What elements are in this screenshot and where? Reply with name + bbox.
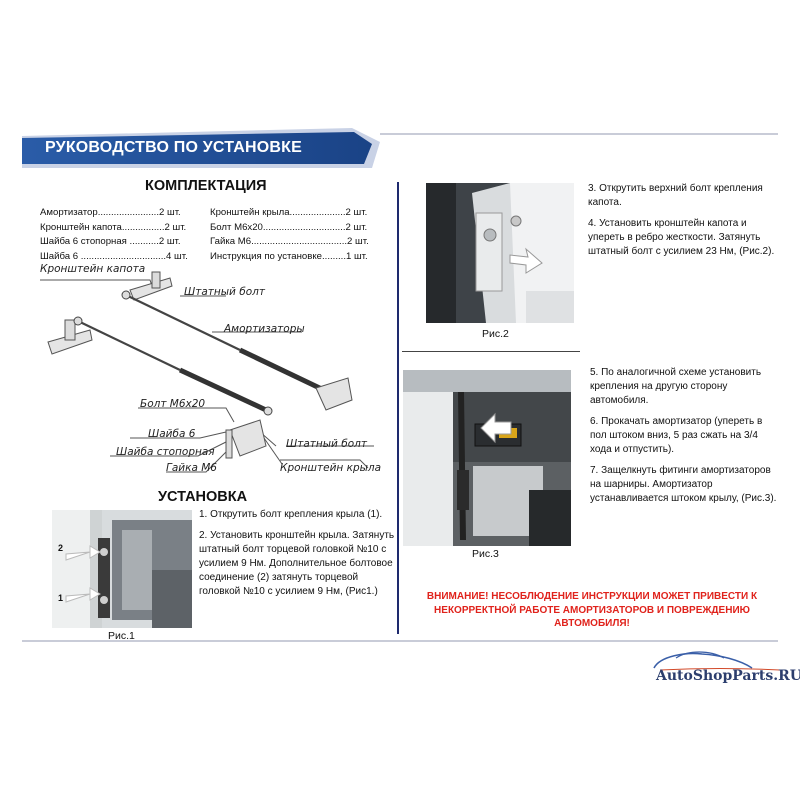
step-4-text: 4. Установить кронштейн капота и упереть… bbox=[588, 218, 775, 257]
warning-text: ВНИМАНИЕ! НЕСОБЛЮДЕНИЕ ИНСТРУКЦИИ МОЖЕТ … bbox=[426, 591, 758, 629]
kit-item: Амортизатор.......................2 шт. bbox=[40, 207, 181, 218]
kit-item: Болт М6х20..............................… bbox=[210, 221, 368, 233]
gas-struts bbox=[73, 290, 335, 416]
steps-3-4: 3. Открутить верхний болт крепления капо… bbox=[588, 182, 778, 266]
label-stock-bolt-bottom: Штатный болт bbox=[286, 438, 367, 450]
step-3-text: 3. Открутить верхний болт крепления капо… bbox=[588, 183, 763, 208]
column-divider bbox=[397, 182, 399, 634]
label-bolt: Болт М6х20 bbox=[140, 398, 206, 410]
label-hood-bracket: Кронштейн капота bbox=[40, 263, 146, 275]
section-rule bbox=[402, 351, 580, 352]
figure-1-marker-2: 2 bbox=[58, 543, 64, 553]
label-washer: Шайба 6 bbox=[148, 428, 196, 440]
label-shocks: Амортизаторы bbox=[224, 323, 305, 335]
step-1-text: 1. Открутить болт крепления крыла (1). bbox=[199, 509, 383, 520]
figure-2-caption: Рис.2 bbox=[482, 328, 509, 340]
install-title: УСТАНОВКА bbox=[158, 489, 248, 505]
step-6-text: 6. Прокачать амортизатор (упереть в пол … bbox=[590, 416, 763, 455]
label-lock-washer: Шайба стопорная bbox=[116, 446, 215, 458]
install-steps-1-2: 1. Открутить болт крепления крыла (1). 2… bbox=[199, 508, 395, 606]
kit-item: Шайба 6 стопорная ...........2 шт. bbox=[40, 236, 181, 248]
kit-list-left: Амортизатор.......................2 шт. … bbox=[40, 206, 188, 264]
footer-rule bbox=[22, 640, 778, 642]
kit-list-right: Кронштейн крыла.....................2 шт… bbox=[210, 206, 369, 264]
figure-1-caption: Рис.1 bbox=[108, 630, 135, 642]
kit-item: Кронштейн капота................2 шт. bbox=[40, 221, 187, 233]
car-logo-icon bbox=[653, 651, 781, 671]
page-title: РУКОВОДСТВО ПО УСТАНОВКЕ bbox=[45, 139, 303, 156]
fender-bracket-lower bbox=[225, 419, 267, 459]
kit-title: КОМПЛЕКТАЦИЯ bbox=[145, 178, 267, 194]
fender-bracket-upper bbox=[315, 377, 353, 411]
figure-1-photo bbox=[52, 510, 192, 628]
step-2-text: 2. Установить кронштейн крыла. Затянуть … bbox=[199, 530, 395, 597]
site-logo-text: AutoShopParts.RU bbox=[656, 668, 800, 684]
figure-3-photo bbox=[403, 370, 571, 546]
kit-item: Кронштейн крыла.....................2 шт… bbox=[210, 207, 368, 218]
kit-item: Гайка М6................................… bbox=[210, 236, 369, 248]
figure-1-marker-1: 1 bbox=[58, 593, 64, 603]
parts-diagram bbox=[40, 271, 374, 473]
header-rule bbox=[380, 133, 778, 135]
step-5-text: 5. По аналогичной схеме установить крепл… bbox=[590, 367, 762, 406]
hood-bracket-lower bbox=[47, 319, 93, 355]
label-nut: Гайка М6 bbox=[166, 462, 217, 474]
figure-2-photo bbox=[426, 183, 574, 323]
figure-3-caption: Рис.3 bbox=[472, 548, 499, 560]
steps-5-7: 5. По аналогичной схеме установить крепл… bbox=[590, 366, 780, 513]
kit-item: Шайба 6 ................................… bbox=[40, 250, 188, 262]
step-7-text: 7. Защелкнуть фитинги амортизаторов на ш… bbox=[590, 465, 777, 504]
hood-bracket-upper bbox=[129, 271, 173, 301]
label-fender-bracket: Кронштейн крыла bbox=[280, 462, 382, 474]
header-banner bbox=[22, 128, 380, 168]
label-stock-bolt-top: Штатный болт bbox=[184, 286, 265, 298]
kit-item: Инструкция по установке.........1 шт. bbox=[210, 250, 368, 262]
